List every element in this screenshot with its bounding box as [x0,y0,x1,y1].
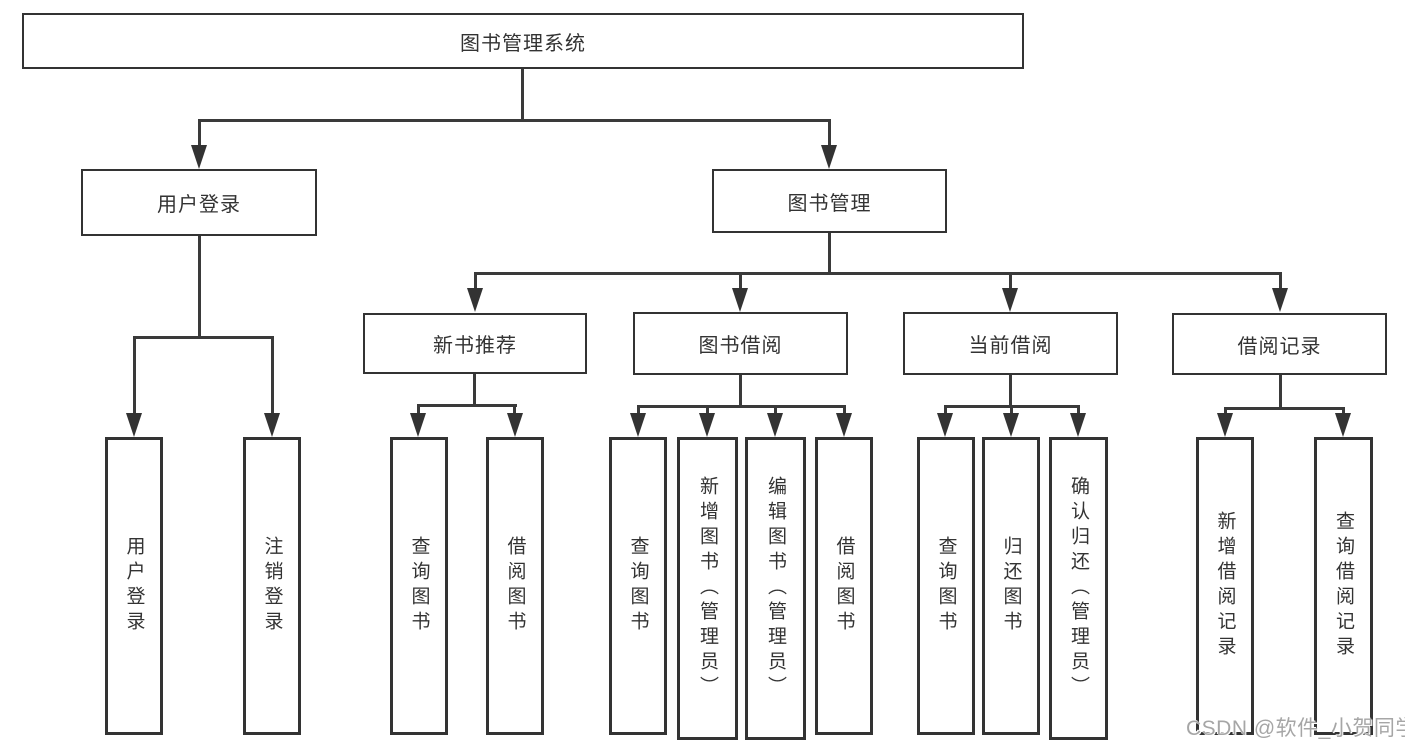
connector-user-login-stem [198,236,201,338]
connector-drop-leaf [637,405,640,417]
leaf-confirm-return-admin: 确认归还（管理员） [1049,437,1108,740]
connector-drop-book-borrow [739,272,742,292]
arrow-down-icon [264,413,280,437]
csdn-watermark: CSDN @软件_小贺同学 [1186,717,1405,740]
connector-book-borrow-stem [739,375,742,407]
arrow-down-icon [630,413,646,437]
node-new-book-recommend-label: 新书推荐 [433,335,517,357]
connector-drop-leaf [1010,405,1013,417]
connector-drop-current-borrow [1009,272,1012,292]
arrow-down-icon [699,413,715,437]
arrow-down-icon [1003,413,1019,437]
leaf-return-book-label: 归还图书 [1000,536,1022,636]
node-book-management: 图书管理 [712,169,947,233]
connector-root-stem [521,69,524,121]
connector-current-borrow-stem [1009,375,1012,407]
arrow-down-icon [1002,288,1018,312]
connector-drop-new-book [474,272,477,292]
arrow-down-icon [1272,288,1288,312]
leaf-logout-label: 注销登录 [261,536,283,636]
leaf-query-borrow-record-label: 查询借阅记录 [1333,511,1354,661]
connector-drop-leaf [706,405,709,417]
connector-drop-leaf [1077,405,1080,417]
leaf-add-book-admin: 新增图书（管理员） [677,437,738,740]
connector-drop-leaf [843,405,846,417]
connector-drop-book-management [828,119,831,149]
leaf-borrow-books: 借阅图书 [815,437,873,735]
arrow-down-icon [836,413,852,437]
arrow-down-icon [467,288,483,312]
node-current-borrow-label: 当前借阅 [968,335,1053,357]
arrow-down-icon [1217,413,1233,437]
connector-book-mgmt-split [474,272,1282,275]
node-user-login: 用户登录 [81,169,317,236]
arrow-down-icon [126,413,142,437]
connector-drop-leaf [774,405,777,417]
connector-root-split [198,119,831,122]
node-new-book-recommend: 新书推荐 [363,313,587,374]
leaf-user-login-label: 用户登录 [123,536,145,636]
leaf-return-book: 归还图书 [982,437,1040,735]
leaf-add-borrow-record-label: 新增借阅记录 [1214,511,1236,661]
arrow-down-icon [1335,413,1351,437]
arrow-down-icon [732,288,748,312]
node-book-management-label: 图书管理 [787,192,872,215]
arrow-down-icon [937,413,953,437]
leaf-edit-book-admin-label: 编辑图书（管理员） [765,476,786,701]
connector-drop-user-login [198,119,201,149]
node-borrow-records: 借阅记录 [1172,313,1387,375]
leaf-query-borrow-record: 查询借阅记录 [1314,437,1373,735]
leaf-borrow-books-recommend-label: 借阅图书 [504,536,526,636]
connector-new-book-split [417,404,517,407]
connector-drop-leaf [271,336,274,417]
arrow-down-icon [191,145,207,169]
connector-drop-leaf [944,405,947,417]
connector-book-borrow-split [637,405,846,408]
node-root-label: 图书管理系统 [460,32,586,55]
node-borrow-records-label: 借阅记录 [1237,335,1322,358]
leaf-query-books-borrow: 查询图书 [609,437,667,735]
leaf-query-books-recommend: 查询图书 [390,437,448,735]
arrow-down-icon [507,413,523,437]
arrow-down-icon [821,145,837,169]
connector-user-login-split [133,336,274,339]
connector-borrow-records-stem [1279,375,1282,409]
node-root: 图书管理系统 [22,13,1024,69]
leaf-borrow-books-label: 借阅图书 [833,536,855,636]
arrow-down-icon [767,413,783,437]
node-current-borrow: 当前借阅 [903,312,1118,375]
connector-drop-leaf [1224,407,1227,417]
connector-drop-leaf [513,404,516,417]
leaf-borrow-books-recommend: 借阅图书 [486,437,544,735]
leaf-query-books-borrow-label: 查询图书 [627,536,649,636]
leaf-add-book-admin-label: 新增图书（管理员） [697,476,718,701]
leaf-logout: 注销登录 [243,437,301,735]
node-book-borrow: 图书借阅 [633,312,848,375]
leaf-confirm-return-admin-label: 确认归还（管理员） [1068,476,1089,701]
connector-drop-borrow-records [1279,272,1282,292]
arrow-down-icon [1070,413,1086,437]
leaf-add-borrow-record: 新增借阅记录 [1196,437,1254,735]
connector-drop-leaf [417,404,420,417]
connector-drop-leaf [1342,407,1345,417]
leaf-query-books-current-label: 查询图书 [935,536,957,636]
leaf-query-books-recommend-label: 查询图书 [408,536,430,636]
connector-drop-leaf [133,336,136,417]
leaf-edit-book-admin: 编辑图书（管理员） [745,437,806,740]
arrow-down-icon [410,413,426,437]
node-book-borrow-label: 图书借阅 [698,335,783,357]
connector-book-mgmt-stem [828,233,831,274]
connector-borrow-records-split [1224,407,1345,410]
leaf-user-login: 用户登录 [105,437,163,735]
leaf-query-books-current: 查询图书 [917,437,975,735]
connector-new-book-stem [473,374,476,407]
node-user-login-label: 用户登录 [157,194,241,216]
